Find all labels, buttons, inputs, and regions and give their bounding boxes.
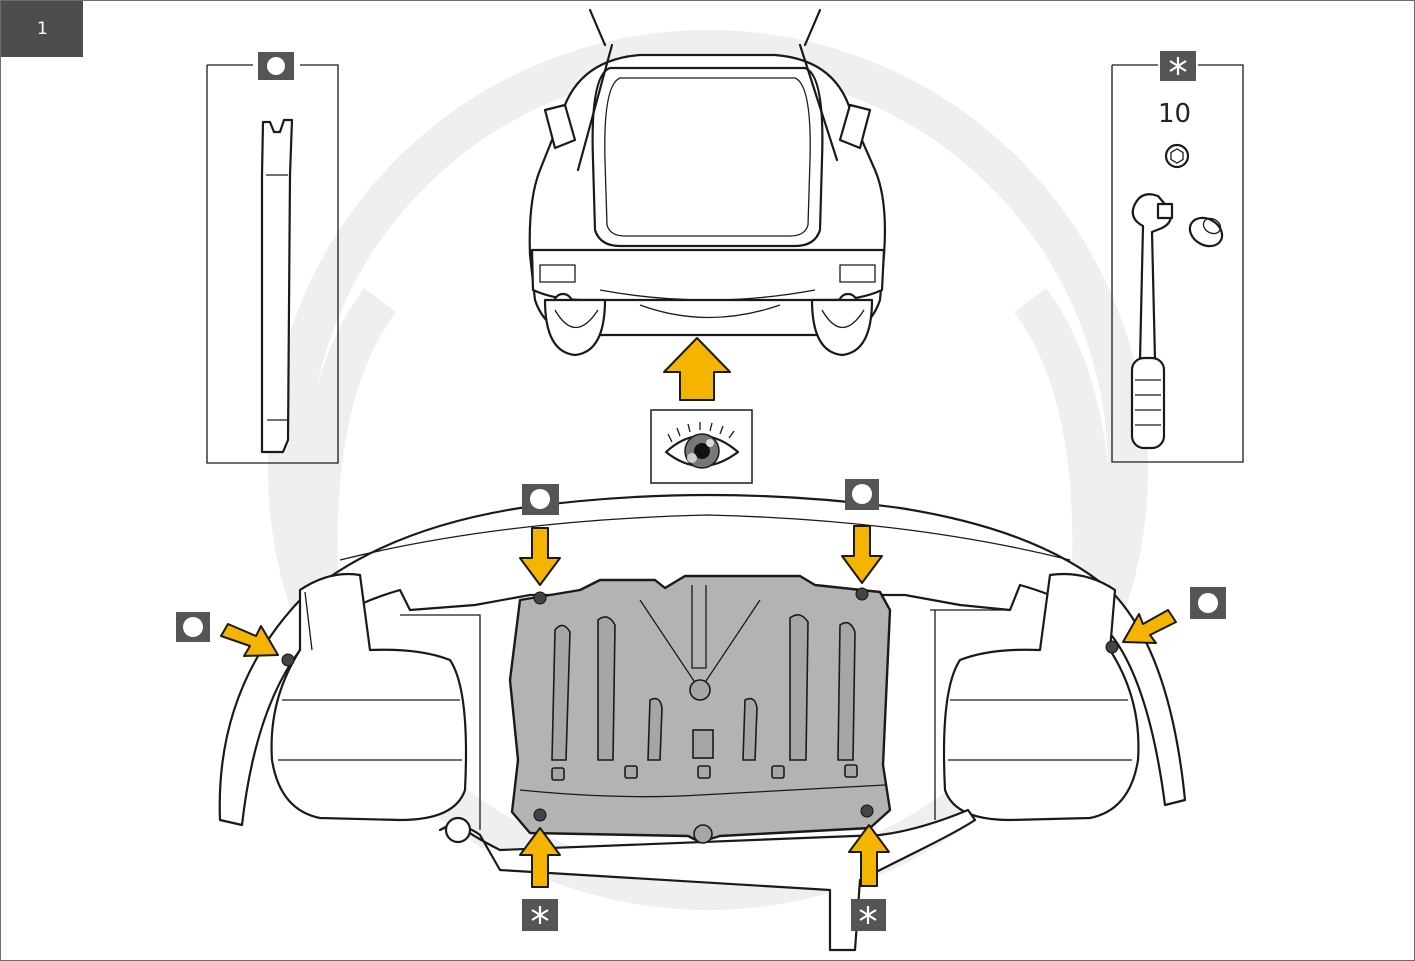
clip-mark-right [1190,587,1226,619]
ratchet-wrench-icon [1130,193,1174,450]
clip-mark-icon [258,52,294,80]
clip-arrow-top-left [519,527,561,586]
exhaust-system [270,572,1140,952]
view-eye-icon [650,409,753,484]
trim-tool-panel [206,52,339,464]
view-direction-arrow [663,337,731,401]
socket-size-label: 10 [1158,99,1191,129]
clip-mark-top-right [845,479,879,510]
clip-arrow-top-right [841,525,883,584]
skid-plate [508,574,892,844]
hex-bolt-icon [1164,143,1190,169]
bolt-mark-icon [1160,51,1196,81]
car-rear-view [528,8,887,357]
clip-mark-top-left [522,484,559,515]
trim-tool-icon [260,118,294,454]
clip-arrow-left [220,623,279,657]
step-number-badge: 1 [1,1,83,57]
bolt-mark-bottom-left [522,899,558,931]
bolt-mark-bottom-right [851,899,886,931]
clip-arrow-right [1122,609,1177,644]
fastener-points [281,587,1119,822]
bolt-arrow-bottom-right [848,824,890,887]
clip-mark-left [176,612,210,642]
socket-icon [1188,216,1224,248]
bolt-arrow-bottom-left [519,827,561,888]
socket-wrench-panel: 10 [1111,51,1244,463]
